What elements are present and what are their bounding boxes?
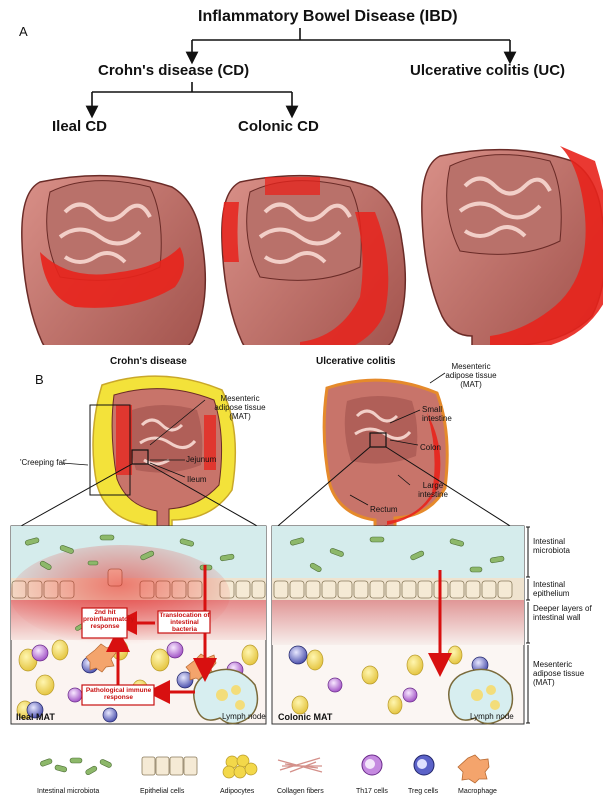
colonic-cd-intestine-illustration [222, 176, 406, 345]
legend-label-macrophage: Macrophage [458, 788, 497, 795]
legend-label-epithelial: Epithelial cells [140, 788, 184, 795]
th17-icon [362, 755, 382, 775]
translocation-callout: Translocation of intestinal bacteria [159, 612, 210, 633]
creeping-fat-label: 'Creeping fat' [20, 458, 67, 467]
legend-label-adipocytes: Adipocytes [220, 788, 254, 795]
large-intestine-label: Large intestine [410, 481, 456, 499]
ileum-label: Ileum [187, 475, 207, 484]
panel-b-top-graphic [0, 345, 603, 535]
panel-a-graphic [0, 0, 603, 345]
legend-icons [0, 752, 603, 786]
layer-deeper-label: Deeper layers of intestinal wall [533, 604, 599, 622]
rectum-label: Rectum [370, 505, 398, 514]
legend: Intestinal microbiota Epithelial cells A… [0, 788, 603, 798]
second-hit-callout: 2nd hit proinflammatory response [83, 609, 127, 630]
ileal-mat-label: Ileal MAT [16, 712, 55, 722]
bacteria-icon [40, 758, 113, 776]
collagen-icon [278, 758, 322, 772]
pathological-callout: Pathological immune response [83, 687, 154, 701]
layer-mat-label: Mesenteric adipose tissue (MAT) [533, 660, 599, 687]
legend-label-microbiota: Intestinal microbiota [37, 788, 99, 795]
legend-label-treg: Treg cells [408, 788, 438, 795]
layer-epithelium-label: Intestinal epithelium [533, 580, 599, 598]
uc-intestine-illustration [422, 146, 603, 345]
ileal-cd-intestine-illustration [22, 176, 206, 345]
layer-microbiota-label: Intestinal microbiota [533, 537, 599, 555]
uc-mat-label: Mesenteric adipose tissue (MAT) [440, 362, 502, 389]
jejunum-label: Jejunum [186, 455, 216, 464]
adipocyte-icon [223, 755, 257, 778]
epithelial-icon [142, 757, 197, 775]
legend-label-collagen: Collagen fibers [277, 788, 324, 795]
colonic-tissue-panel [272, 526, 524, 724]
cd-mat-label: Mesenteric adipose tissue (MAT) [209, 394, 271, 421]
colonic-mat-label: Colonic MAT [278, 712, 332, 722]
colon-label: Colon [420, 443, 441, 452]
small-intestine-label: Small intestine [422, 405, 462, 423]
macrophage-icon [458, 755, 489, 783]
hierarchy-arrows [92, 28, 510, 112]
legend-label-th17: Th17 cells [356, 788, 388, 795]
treg-icon [414, 755, 434, 775]
lymph-node-left-label: Lymph node [222, 712, 266, 721]
layer-brackets [526, 527, 530, 723]
lymph-node-right-label: Lymph node [470, 712, 514, 721]
